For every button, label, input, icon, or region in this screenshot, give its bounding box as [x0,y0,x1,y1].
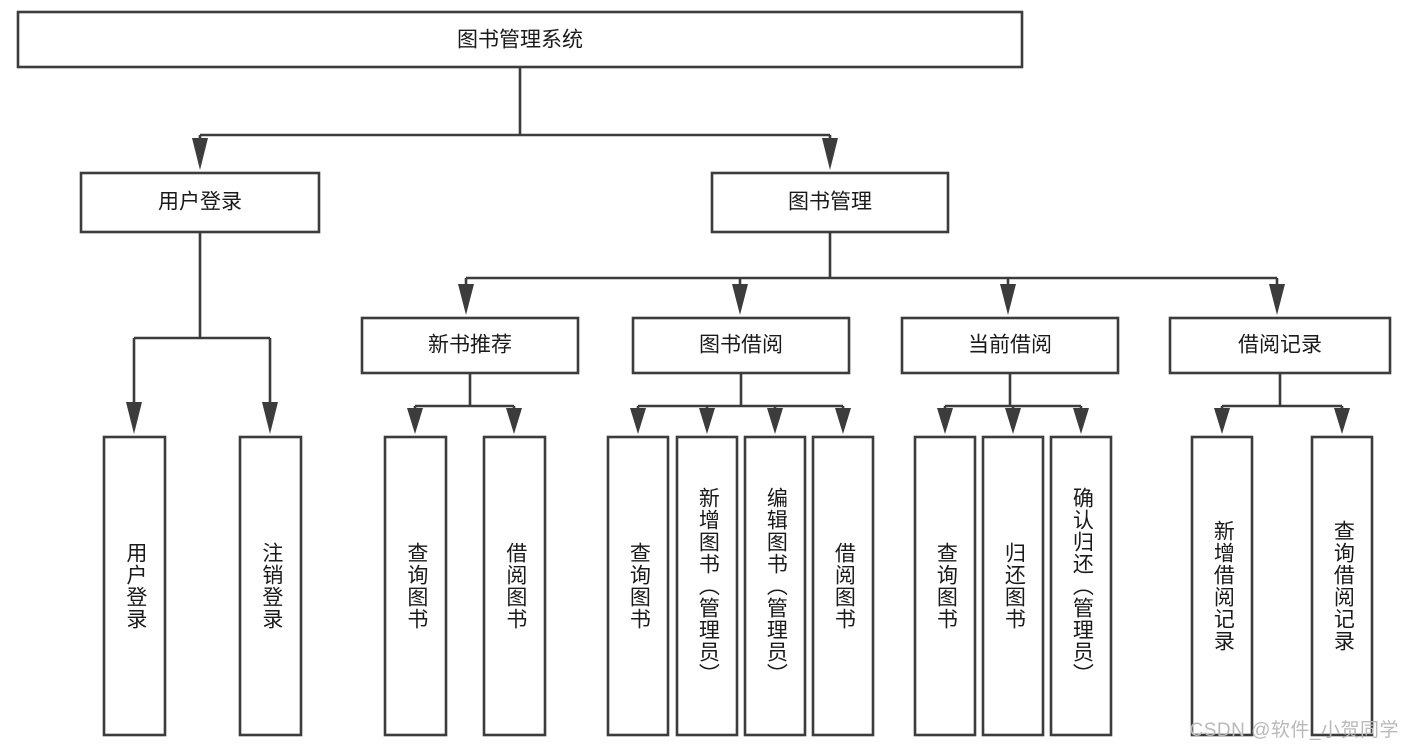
node-label-book-borrow: 图书借阅 [699,334,783,357]
arrow-head-leaf-query-book-borrow [630,408,646,434]
node-leaf-add-book-admin[interactable] [675,435,739,737]
arrow-head-leaf-add-book-admin [699,408,715,434]
arrow-head-book-borrow [732,284,748,315]
node-label-book-manage: 图书管理 [788,191,872,214]
arrow-head-leaf-confirm-return-admin [1073,408,1089,434]
node-leaf-query-book-rec[interactable] [383,435,448,737]
node-book-manage[interactable] [710,171,950,234]
node-leaf-query-book-borrow[interactable] [606,435,670,737]
node-leaf-return-book[interactable] [981,435,1045,737]
arrow-head-leaf-user-login [126,402,142,434]
arrow-head-leaf-borrow-book-rec [506,408,522,434]
arrow-head-leaf-edit-book-admin [767,408,783,434]
node-current-borrow[interactable] [900,316,1120,375]
node-leaf-add-borrow-record[interactable] [1190,435,1254,737]
node-book-borrow[interactable] [631,316,851,375]
node-user-login[interactable] [79,171,321,234]
arrow-head-borrow-record [1269,284,1285,315]
node-new-book-recommend[interactable] [360,316,580,375]
node-leaf-logout-login[interactable] [238,435,303,737]
csdn-watermark: CSDN @软件_小贺同学 [1189,720,1399,741]
node-layer: 图书管理系统 用户登录 图书管理 新书推荐 图书借阅 当前借阅 借阅记录 [16,10,1392,737]
node-label-current-borrow: 当前借阅 [968,334,1052,357]
node-leaf-query-borrow-record[interactable] [1310,435,1374,737]
node-leaf-user-login[interactable] [102,435,167,737]
arrow-head-leaf-query-book-cur [937,408,953,434]
node-leaf-confirm-return-admin[interactable] [1049,435,1113,737]
arrow-head-leaf-logout-login [262,402,278,434]
arrow-head-book-manage [822,138,838,170]
node-label-user-login: 用户登录 [158,191,242,214]
node-leaf-query-book-cur[interactable] [913,435,977,737]
arrow-head-leaf-query-book-rec [407,408,423,434]
arrow-head-leaf-add-borrow-record [1214,408,1230,434]
arrow-head-current-borrow [1000,284,1016,315]
node-leaf-borrow-book-rec[interactable] [482,435,547,737]
arrow-head-leaf-borrow-book [835,408,851,434]
node-leaf-borrow-book[interactable] [811,435,875,737]
node-label-root: 图书管理系统 [457,29,583,52]
arrow-head-user-login [192,138,208,170]
arrow-head-leaf-query-borrow-record [1334,408,1350,434]
node-leaf-edit-book-admin[interactable] [743,435,807,737]
connector-layer [126,67,1350,434]
node-label-borrow-record: 借阅记录 [1238,334,1322,357]
arrow-head-new-book-recommend [458,284,474,315]
node-borrow-record[interactable] [1168,316,1392,375]
node-root-book-management-system[interactable] [16,10,1024,69]
arrow-head-leaf-return-book [1005,408,1021,434]
node-label-new-book-recommend: 新书推荐 [428,334,512,357]
